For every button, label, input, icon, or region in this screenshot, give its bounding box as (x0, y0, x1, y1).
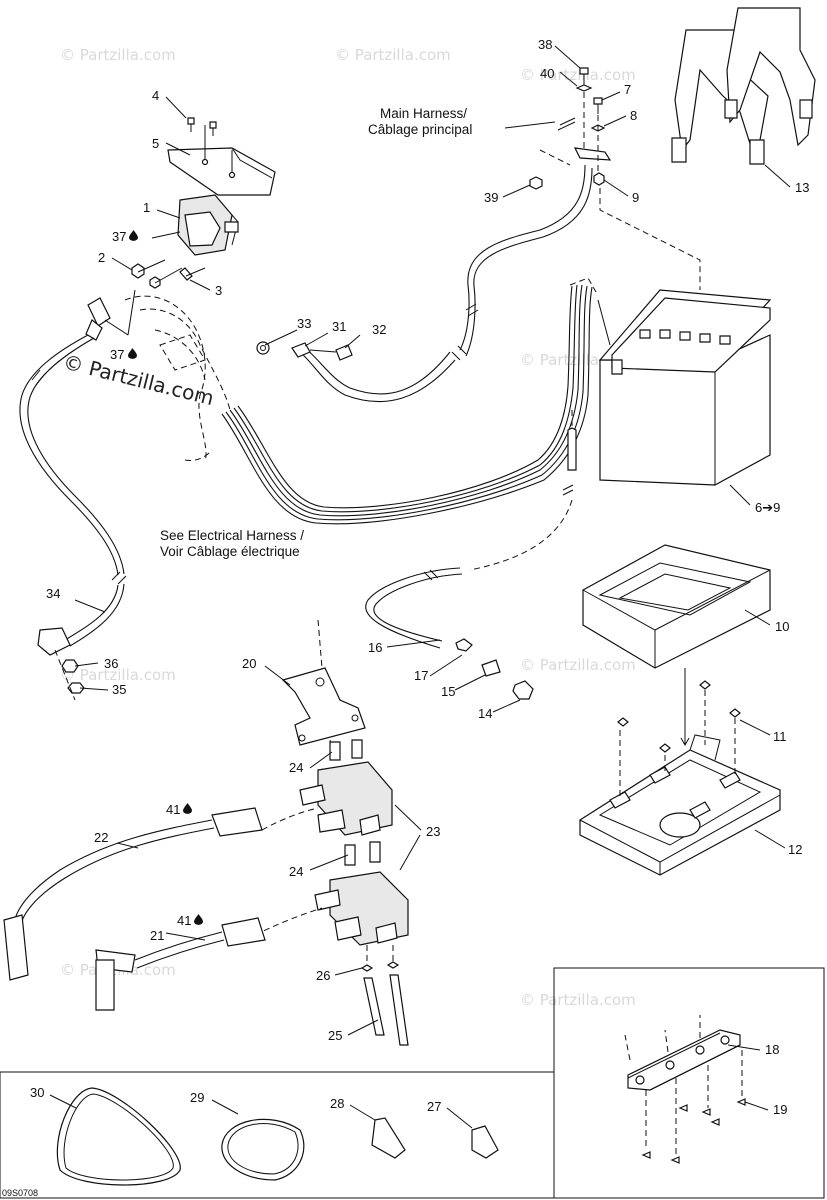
main-harness-caption: Main Harness/ (380, 106, 467, 121)
ignition-coils (254, 739, 409, 1046)
callout-labels: 4 5 1 37 2 3 37 33 31 32 38 40 7 8 9 39 … (30, 37, 809, 1117)
callout-39: 39 (484, 190, 498, 205)
watermark: © Partzilla.com (60, 666, 176, 684)
callout-7: 7 (624, 82, 631, 97)
ground-cable (19, 297, 127, 701)
callout-24: 24 (289, 864, 303, 879)
electrical-harness-caption: Voir Câblage électrique (160, 544, 300, 559)
callout-12: 12 (788, 842, 802, 857)
callout-9: 9 (632, 190, 639, 205)
battery-tray (582, 544, 771, 669)
oil-drop-icon (128, 348, 137, 359)
callout-34: 34 (46, 586, 60, 601)
callout-4: 4 (152, 88, 159, 103)
coil-bracket (281, 619, 366, 761)
callout-5: 5 (152, 136, 159, 151)
callout-31: 31 (332, 319, 346, 334)
watermark: © Partzilla.com (520, 66, 636, 84)
callout-18: 18 (765, 1042, 779, 1057)
battery-straps (671, 7, 816, 165)
watermark: © Partzilla.com (520, 656, 636, 674)
watermark: © Partzilla.com (60, 46, 176, 64)
cable-31 (256, 164, 593, 403)
callout-30: 30 (30, 1085, 44, 1100)
callout-29: 29 (190, 1090, 204, 1105)
watermark: © Partzilla.com (335, 46, 451, 64)
main-watermark: © Partzilla.com (61, 350, 217, 411)
callout-17: 17 (414, 668, 428, 683)
oil-drop-icon (129, 230, 138, 241)
callout-3: 3 (215, 283, 222, 298)
callout-37: 37 (110, 347, 124, 362)
callout-27: 27 (427, 1099, 441, 1114)
callout-23: 23 (426, 824, 440, 839)
callout-21: 21 (150, 928, 164, 943)
callout-1: 1 (143, 200, 150, 215)
callout-19: 19 (773, 1102, 787, 1117)
callout-16: 16 (368, 640, 382, 655)
callout-26: 26 (316, 968, 330, 983)
terminal-hardware (529, 67, 701, 290)
watermark: © Partzilla.com (520, 991, 636, 1009)
callout-36: 36 (104, 656, 118, 671)
callout-35: 35 (112, 682, 126, 697)
callout-25: 25 (328, 1028, 342, 1043)
callout-38: 38 (538, 37, 552, 52)
callout-6-9: 6➔9 (755, 500, 780, 515)
callout-13: 13 (795, 180, 809, 195)
callout-41: 41 (177, 913, 191, 928)
drawing-code: 09S0708 (2, 1188, 38, 1198)
inset-box (553, 967, 825, 1199)
callout-2: 2 (98, 250, 105, 265)
callout-10: 10 (775, 619, 789, 634)
battery (597, 289, 772, 506)
switch-hardware (131, 259, 206, 289)
callout-32: 32 (372, 322, 386, 337)
electrical-harness-bundle (221, 277, 597, 525)
callout-37: 37 (112, 229, 126, 244)
spark-plug-wires (3, 807, 266, 1011)
callout-22: 22 (94, 830, 108, 845)
leader-lines (49, 45, 791, 1129)
ignition-bracket (167, 117, 276, 196)
callout-11: 11 (773, 729, 787, 744)
callout-28: 28 (330, 1096, 344, 1111)
callout-8: 8 (630, 108, 637, 123)
callout-14: 14 (478, 706, 492, 721)
callout-33: 33 (297, 316, 311, 331)
ghost-switch-assembly (124, 295, 231, 463)
bottom-box (0, 1071, 554, 1199)
callout-40: 40 (540, 66, 554, 81)
oil-drop-icon (183, 803, 192, 814)
battery-base (579, 668, 781, 876)
oil-drop-icon (194, 914, 203, 925)
main-harness-caption: Câblage principal (368, 122, 472, 137)
electrical-harness-caption: See Electrical Harness / (160, 528, 304, 543)
vent-tube (365, 410, 577, 700)
callout-41: 41 (166, 802, 180, 817)
callout-15: 15 (441, 684, 455, 699)
callout-20: 20 (242, 656, 256, 671)
ignition-switch (177, 194, 239, 256)
callout-24: 24 (289, 760, 303, 775)
